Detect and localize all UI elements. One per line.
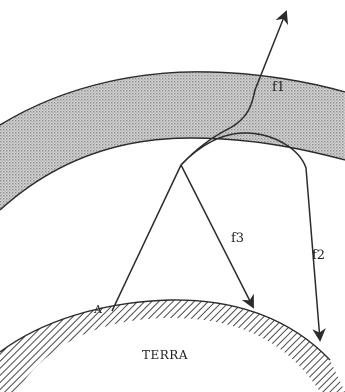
incident-ray: [111, 164, 182, 312]
ray-f2: [180, 132, 326, 343]
ionosphere-layer: [0, 71, 345, 210]
earth-surface: [0, 299, 345, 392]
label-point-a: A: [93, 303, 103, 316]
label-earth: TERRA: [142, 348, 188, 362]
ionosphere-lower-boundary: [0, 137, 345, 211]
label-f2: f2: [312, 248, 325, 263]
earth-surface-outline: [0, 299, 331, 361]
label-f1: f1: [272, 80, 285, 95]
label-f3: f3: [231, 231, 244, 246]
ionosphere-upper-boundary: [0, 71, 345, 126]
ray-f3: [180, 164, 254, 309]
